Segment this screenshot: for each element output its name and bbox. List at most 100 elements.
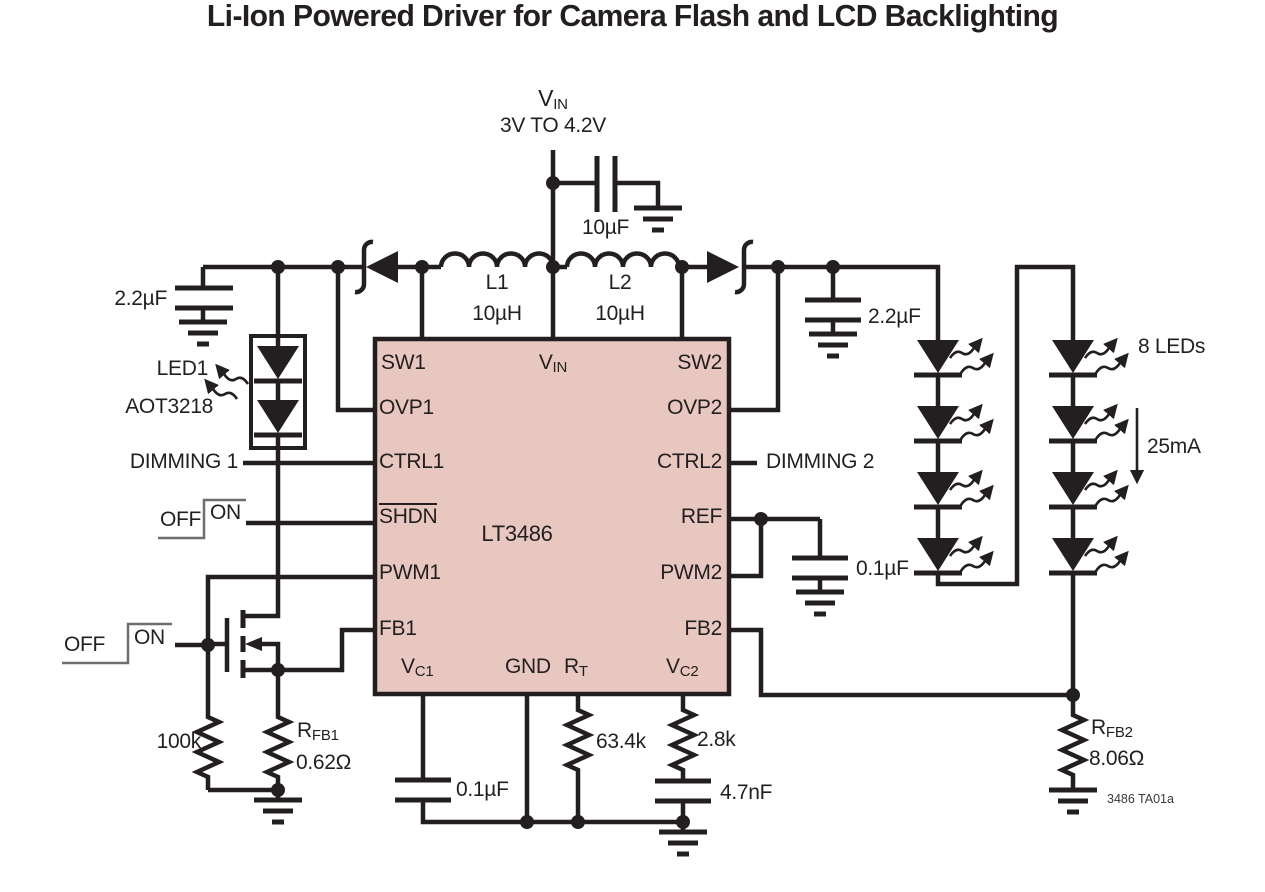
input-capacitor-icon xyxy=(553,156,682,230)
led1-part-label: AOT3218 xyxy=(125,395,213,418)
l1-value-label: 10µH xyxy=(472,302,522,325)
led-string1-icon xyxy=(914,340,991,573)
pin-ctrl1: CTRL1 xyxy=(379,450,445,473)
light-emission-icon xyxy=(1085,407,1126,439)
backlight-output-cap-label: 2.2µF xyxy=(868,305,921,328)
pin-gnd: GND xyxy=(505,655,551,678)
pin-fb1: FB1 xyxy=(379,617,417,640)
vc1-cap-label: 0.1µF xyxy=(456,778,509,801)
pin-fb2: FB2 xyxy=(684,617,722,640)
led-icon xyxy=(254,346,302,381)
shdn-on-label: ON xyxy=(210,501,241,524)
schottky-diode-left-icon xyxy=(354,239,398,295)
inductor-l2-icon xyxy=(564,251,682,268)
fb2-wire xyxy=(729,627,1073,698)
pwm-step-signal-icon xyxy=(62,622,172,665)
led-string-link-wire xyxy=(935,264,1076,587)
flash-led-module-icon xyxy=(207,267,307,450)
pin-shdn: SHDN xyxy=(379,503,438,528)
resistor-rt-icon xyxy=(567,694,589,822)
mosfet-icon xyxy=(208,610,281,678)
shdn-step-signal-icon xyxy=(158,498,246,540)
led-icon xyxy=(1049,538,1097,573)
light-emission-icon xyxy=(1085,539,1126,571)
flash-output-cap-label: 2.2µF xyxy=(114,287,167,310)
light-emission-icon xyxy=(1085,341,1126,373)
led-icon xyxy=(1049,340,1097,375)
led-icon xyxy=(1049,406,1097,441)
pin-sw1: SW1 xyxy=(381,351,426,374)
pwm-on-label: ON xyxy=(134,626,165,649)
pin-vc1: VC1 xyxy=(401,655,434,680)
led1-ref-label: LED1 xyxy=(156,357,209,380)
ground-icon xyxy=(809,334,857,356)
dimming2-label: DIMMING 2 xyxy=(766,450,875,473)
circuit-wires xyxy=(62,150,1145,854)
l1-ref-label: L1 xyxy=(485,271,509,294)
ground-icon xyxy=(254,800,302,822)
input-cap-label: 10µF xyxy=(582,216,630,239)
light-emission-icon xyxy=(207,367,248,399)
backlight-output-capacitor-icon xyxy=(805,267,861,356)
pin-ovp1: OVP1 xyxy=(379,396,434,419)
resistor-rfb1-icon xyxy=(267,712,289,778)
top-rail-wire xyxy=(203,264,941,340)
led-count-label: 8 LEDs xyxy=(1138,335,1206,358)
pin-pwm1: PWM1 xyxy=(379,561,441,584)
shdn-off-label: OFF xyxy=(160,508,202,531)
vc2-network-icon xyxy=(655,694,711,854)
vin-range-label: 3V TO 4.2V xyxy=(500,114,606,137)
ground-icon xyxy=(659,832,707,854)
schottky-diode-right-icon xyxy=(707,239,754,295)
rfb2-value-label: 8.06Ω xyxy=(1089,747,1145,770)
led-icon xyxy=(914,472,962,507)
light-emission-icon xyxy=(950,539,991,571)
dimming1-label: DIMMING 1 xyxy=(129,450,238,473)
pin-ovp2: OVP2 xyxy=(667,396,722,419)
l2-ref-label: L2 xyxy=(608,271,632,294)
ref-pwm2-wire xyxy=(729,516,820,579)
ref-capacitor-icon xyxy=(792,519,848,614)
flash-output-capacitor-icon xyxy=(175,267,233,344)
ground-icon xyxy=(1049,790,1097,812)
led-icon xyxy=(1049,472,1097,507)
vin-label: VIN xyxy=(538,85,568,113)
ground-icon xyxy=(634,208,682,230)
rfb1-value-label: 0.62Ω xyxy=(296,751,352,774)
ground-icon xyxy=(179,322,227,344)
pin-pwm2: PWM2 xyxy=(660,561,722,584)
pin-ctrl2: CTRL2 xyxy=(656,450,722,473)
pin-vc2: VC2 xyxy=(666,655,699,680)
inductor-l1-icon xyxy=(438,251,556,268)
light-emission-icon xyxy=(950,473,991,505)
led-current-label: 25mA xyxy=(1147,435,1201,458)
light-emission-icon xyxy=(950,341,991,373)
junction-dots xyxy=(201,176,1080,829)
pin-rt: RT xyxy=(564,655,588,680)
pin-ref: REF xyxy=(680,505,722,528)
light-emission-icon xyxy=(950,407,991,439)
rfb1-ref-label: RFB1 xyxy=(297,719,339,744)
ovp2-wire xyxy=(729,267,781,413)
ref-cap-label: 0.1µF xyxy=(856,557,909,580)
ic-part-label: LT3486 xyxy=(481,521,553,546)
rfb2-ref-label: RFB2 xyxy=(1091,716,1133,741)
resistor-100k-label: 100k xyxy=(156,730,202,753)
led-icon xyxy=(254,400,302,435)
led-icon xyxy=(914,340,962,375)
light-emission-icon xyxy=(1085,473,1126,505)
flash-led-cathode-wire xyxy=(243,448,281,619)
rt-res-label: 63.4k xyxy=(596,730,646,753)
l2-value-label: 10µH xyxy=(595,302,645,325)
pin-sw2: SW2 xyxy=(677,351,722,374)
pwm1-wire xyxy=(205,574,375,712)
pin-vin: VIN xyxy=(538,351,568,376)
ic-body xyxy=(372,336,732,697)
fb1-wire xyxy=(278,627,375,673)
figure-note: 3486 TA01a xyxy=(1107,792,1174,806)
vc2-cap-label: 4.7nF xyxy=(720,781,773,804)
ovp1-wire xyxy=(335,267,375,413)
rfb1-gnd-wire xyxy=(205,670,302,822)
